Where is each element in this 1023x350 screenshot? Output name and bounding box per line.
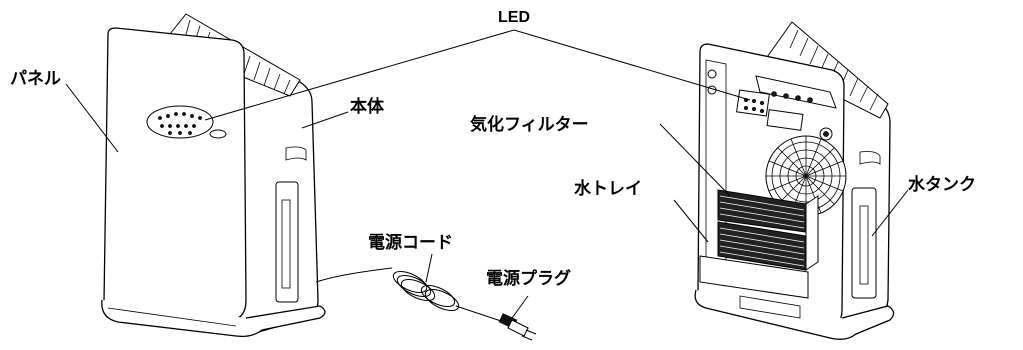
label-main-body: 本体: [350, 96, 385, 117]
left-unit-front-view: [101, 13, 326, 338]
fan: [765, 135, 847, 217]
led-board: [736, 89, 770, 117]
label-panel: パネル: [10, 69, 61, 89]
label-power-cord: 電源コード: [368, 232, 453, 253]
label-power-plug: 電源プラグ: [486, 268, 571, 289]
vaporizing-filter: [717, 189, 819, 271]
label-water-tank: 水タンク: [908, 174, 976, 195]
water-tray: [699, 255, 809, 299]
leader-lines: [65, 29, 909, 319]
sensor-window: [209, 129, 227, 139]
front-panel: [103, 27, 247, 321]
power-plug: [498, 313, 537, 341]
right-unit-rear-view: [694, 21, 895, 340]
label-led: LED: [498, 9, 530, 26]
side-grille: [275, 181, 299, 303]
label-vaporizing-filter: 気化フィルター: [469, 114, 589, 135]
water-tank-window: [851, 187, 877, 299]
led-display: [146, 105, 214, 139]
label-water-tray: 水トレイ: [574, 178, 642, 199]
power-cord: [315, 267, 505, 323]
